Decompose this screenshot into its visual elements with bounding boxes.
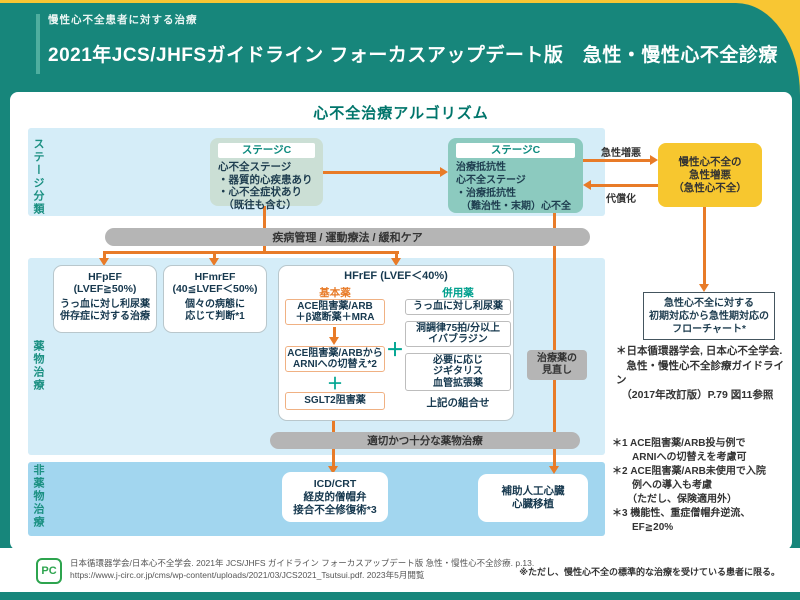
header-eyebrow: 慢性心不全患者に対する治療 (48, 14, 198, 26)
hfmref-box: HFmrEF (40≦LVEF＜50%) 個々の病態に 応じて判断*1 (163, 265, 267, 333)
footer-note: ※ただし、慢性心不全の標準的な治療を受けている患者に限る。 (519, 567, 780, 577)
branch-mid (213, 251, 216, 259)
icd-crt-box: ICD/CRT 経皮的僧帽弁 接合不全修復術*3 (282, 472, 388, 522)
footer-band (0, 548, 800, 592)
connector-stage-down (263, 206, 266, 230)
stage-c-tag-2: ステージC (456, 143, 575, 158)
connector-resistant-down (553, 213, 556, 466)
plus-icon: ＋ (326, 376, 343, 393)
arrowhead-icd-icon (328, 466, 338, 474)
stage-c-box: ステージC 心不全ステージ ・器質的心疾患あり ・心不全症状あり （既往も含む） (210, 138, 323, 211)
arrowhead-compensate-icon (583, 180, 591, 190)
hfpef-box: HFpEF (LVEF≧50%) うっ血に対し利尿薬 併存症に対する治療 (53, 265, 157, 333)
sglt2-box: SGLT2阻害薬 (285, 392, 385, 410)
stage-c-body: 心不全ステージ ・器質的心疾患あり ・心不全症状あり （既往も含む） (218, 161, 313, 211)
arrow-acute-down (703, 207, 706, 284)
combo-drugs-label: 併用薬 (442, 287, 474, 299)
hfpef-title: HFpEF (LVEF≧50%) (73, 271, 137, 295)
arrowhead-hfmref-icon (209, 258, 219, 266)
branch-left (103, 251, 106, 259)
footnotes: ＊1 ACE阻害薬/ARB投与例で ARNIへの切替えを考慮可 ＊2 ACE阻害… (612, 438, 766, 533)
treatment-resistant-body: 治療抵抗性 心不全ステージ ・治療抵抗性 （難治性・末期）心不全 (456, 162, 571, 212)
hfref-box: HFrEF (LVEF＜40%) 基本薬 併用薬 ACE阻害薬/ARB ＋β遮断… (278, 265, 514, 421)
section-label-drug: 薬物治療 (32, 340, 44, 392)
branch-right (395, 251, 398, 259)
compensate-label: 代償化 (606, 194, 636, 205)
acute-exacerbation-box: 慢性心不全の 急性増悪 （急性心不全） (658, 143, 762, 207)
arrowhead-worsen-icon (650, 155, 658, 165)
arrowhead-arni-icon (329, 337, 339, 345)
worsen-label: 急性増悪 (601, 148, 641, 159)
arrowhead-vad-icon (549, 466, 559, 474)
section-label-nondrug: 非薬物治療 (32, 464, 44, 529)
ace-arb-beta-mra-box: ACE阻害薬/ARB ＋β遮断薬＋MRA (285, 299, 385, 325)
combo-caption: 上記の組合せ (426, 397, 490, 409)
arrow-arni-switch (333, 327, 336, 337)
hfref-title: HFrEF (LVEF＜40%) (344, 270, 448, 282)
arrowhead-right-icon (440, 167, 448, 177)
pc-logo-icon: PC (36, 558, 62, 584)
arrowhead-hfref-icon (391, 258, 401, 266)
arrow-worsen (583, 159, 650, 162)
branch-stub (263, 246, 266, 252)
arni-switch-box: ACE阻害薬/ARBから ARNIへの切替え*2 (285, 346, 385, 372)
adequate-drug-bar: 適切かつ十分な薬物治療 (270, 432, 580, 449)
ivabradine-box: 洞調律75拍/分以上 イバブラジン (405, 321, 511, 347)
footer-citation: 日本循環器学会/日本心不全学会. 2021年 JCS/JHFS ガイドライン フ… (70, 558, 535, 580)
basic-drugs-label: 基本薬 (319, 287, 351, 299)
diuretic-box: うっ血に対し利尿薬 (405, 299, 511, 315)
header-accent-bar (36, 14, 40, 74)
branch-line (103, 251, 399, 254)
arrowhead-acute-down-icon (699, 284, 709, 292)
algorithm-title: 心不全治療アルゴリズム (313, 105, 489, 122)
vad-transplant-box: 補助人工心臓 心臓移植 (478, 474, 588, 522)
hfmref-title: HFmrEF (40≦LVEF＜50%) (172, 271, 258, 295)
page-title: 2021年JCS/JHFSガイドライン フォーカスアップデート版 急性・慢性心不… (48, 45, 778, 66)
digitalis-vasodilator-box: 必要に応じ ジギタリス 血管拡張薬 (405, 353, 511, 391)
hfpef-body: うっ血に対し利尿薬 併存症に対する治療 (60, 299, 150, 322)
arrow-compensate (591, 184, 658, 187)
hfmref-body: 個々の病態に 応じて判断*1 (185, 299, 245, 322)
drug-review-box: 治療薬の 見直し (527, 350, 587, 380)
plus-columns-icon: ＋ (386, 340, 404, 360)
stage-c-tag: ステージC (218, 143, 315, 158)
arrow-stage-to-resistant (323, 171, 440, 174)
section-label-stage: ステージ分類 (32, 138, 44, 216)
care-bar: 疾病管理 / 運動療法 / 緩和ケア (105, 228, 590, 246)
arrowhead-hfpef-icon (99, 258, 109, 266)
treatment-resistant-stage-box: ステージC 治療抵抗性 心不全ステージ ・治療抵抗性 （難治性・末期）心不全 (448, 138, 583, 213)
reference-note: ＊日本循環器学会, 日本心不全学会. 急性・慢性心不全診療ガイドライン （201… (616, 345, 784, 401)
acute-flowchart-box: 急性心不全に対する 初期対応から急性期対応の フローチャート* (643, 292, 775, 340)
